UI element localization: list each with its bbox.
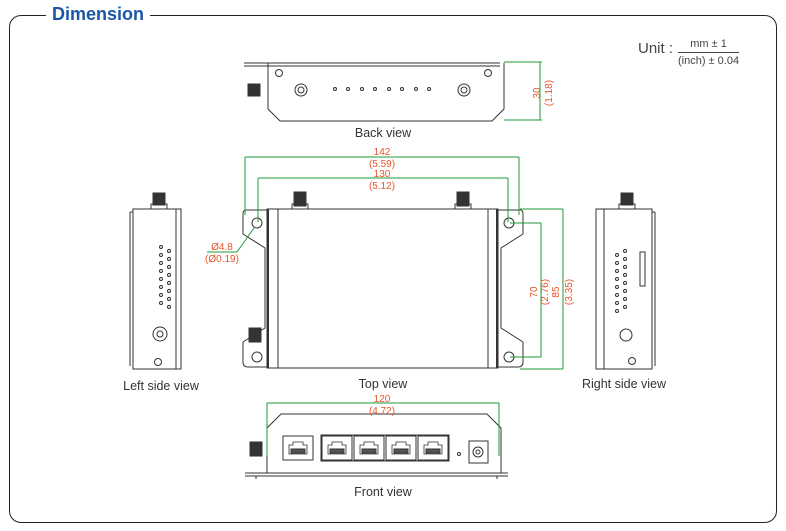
front-dimension-lines	[266, 402, 500, 456]
top-view	[242, 191, 524, 369]
ethernet-port-lan2	[353, 435, 385, 461]
hole-span-depth-mm: 70	[529, 286, 540, 298]
left-side-view-label: Left side view	[123, 379, 199, 393]
unit-numerator: mm ± 1	[678, 38, 740, 53]
front-view-label: Front view	[354, 485, 412, 499]
hole-diameter-in: (Ø0.19)	[205, 254, 239, 265]
unit-label: Unit :	[638, 40, 674, 57]
unit-fraction: mm ± 1 (inch) ± 0.04	[678, 38, 740, 67]
left-side-view	[129, 192, 182, 370]
hole-span-width-in: (5.12)	[369, 181, 395, 192]
hole-span-depth-in: (2.76)	[540, 279, 551, 305]
front-view	[245, 413, 508, 479]
left-vent-holes	[159, 245, 171, 309]
unit-denominator: (inch) ± 0.04	[678, 55, 740, 67]
back-view-label: Back view	[354, 126, 412, 140]
overall-width-mm: 142	[374, 147, 391, 158]
hole-span-width-mm: 130	[374, 169, 391, 180]
ethernet-port-lan3	[385, 435, 417, 461]
overall-width-in: (5.59)	[369, 159, 395, 170]
overall-depth-in: (3.35)	[564, 279, 575, 305]
front-width-in: (4.72)	[369, 406, 395, 417]
ethernet-port-wan	[282, 435, 314, 461]
ethernet-port-lan4	[417, 435, 449, 461]
diagram-title: Dimension	[46, 4, 151, 25]
back-height-mm: 30	[532, 87, 543, 99]
back-view	[244, 61, 542, 122]
back-led-row	[333, 87, 431, 91]
back-height-in: (1.18)	[544, 80, 555, 106]
overall-depth-mm: 85	[551, 286, 562, 298]
top-view-label: Top view	[358, 377, 408, 391]
right-side-view	[595, 192, 656, 370]
ethernet-port-lan1	[321, 435, 353, 461]
right-side-view-label: Right side view	[581, 377, 667, 391]
hole-diameter-mm: Ø4.8	[211, 242, 233, 253]
front-width-mm: 120	[374, 394, 391, 405]
top-dimension-lines	[207, 156, 564, 370]
diagram-frame	[9, 15, 777, 523]
right-vent-holes	[615, 249, 627, 313]
